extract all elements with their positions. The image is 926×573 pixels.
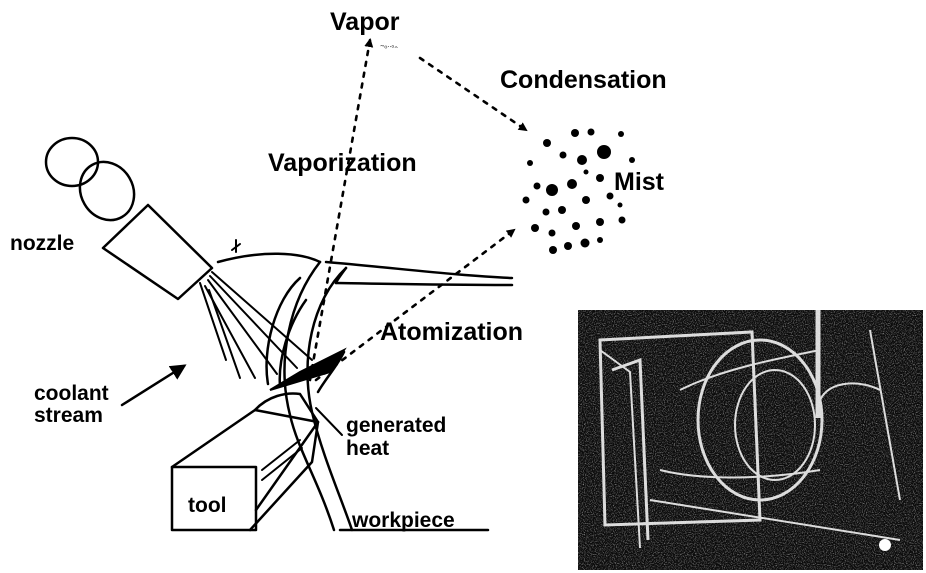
workpiece-upper-line-2 bbox=[336, 283, 512, 285]
nozzle-illustration bbox=[46, 138, 212, 299]
condensation-label: Condensation bbox=[500, 66, 667, 94]
generated-heat-label-line1: generated bbox=[346, 414, 446, 437]
mist-label: Mist bbox=[614, 168, 665, 196]
vapor-tiny-label: ˜°¨˚ˆ bbox=[379, 43, 399, 57]
chip-cutting-zone bbox=[267, 278, 344, 392]
workpiece-inner-edge bbox=[307, 268, 352, 530]
workpiece-illustration bbox=[218, 240, 512, 530]
generated-heat-label-line2: heat bbox=[346, 437, 389, 460]
coolant-label-line2: stream bbox=[34, 404, 103, 427]
tool-label: tool bbox=[188, 494, 226, 517]
vaporization-arrow bbox=[310, 40, 370, 380]
coolant-stream-arrow bbox=[122, 366, 184, 405]
nozzle-hose-loop bbox=[46, 138, 98, 186]
workpiece-label: workpiece bbox=[351, 509, 455, 532]
coolant-label-line1: coolant bbox=[34, 382, 109, 405]
atomization-label: Atomization bbox=[380, 318, 523, 346]
atomization-arrow bbox=[316, 230, 514, 380]
workpiece-top-edge bbox=[218, 254, 320, 262]
generated-heat-pointer bbox=[316, 408, 342, 435]
coolant-spray bbox=[200, 272, 312, 378]
machining-photo bbox=[578, 310, 923, 570]
vaporization-label: Vaporization bbox=[268, 149, 417, 177]
nozzle-label: nozzle bbox=[10, 232, 74, 255]
vapor-label: Vapor bbox=[330, 8, 400, 36]
workpiece-upper-line bbox=[326, 262, 512, 278]
